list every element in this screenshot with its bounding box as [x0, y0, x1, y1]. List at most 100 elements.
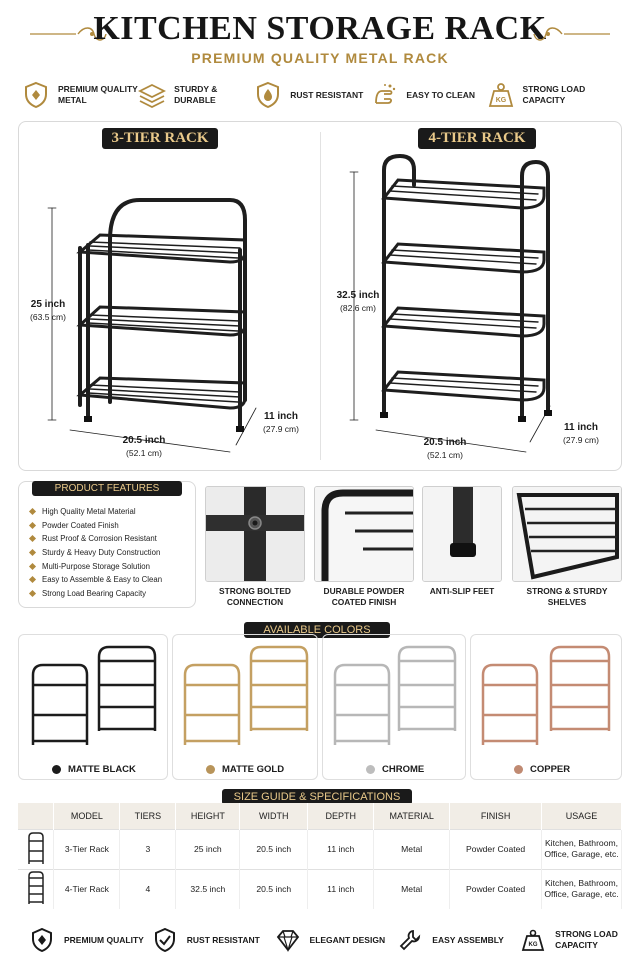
- detail-powder-coat-image: [314, 486, 414, 582]
- feature-label: EASY TO CLEAN: [406, 89, 476, 100]
- water-drop-icon: [257, 81, 280, 109]
- detail-bolted-connection-image: [205, 486, 305, 582]
- three-tier-depth: 11 inch: [264, 411, 298, 422]
- ornament-left-icon: [30, 27, 107, 41]
- swatch-gold: [206, 765, 215, 774]
- table-row: 3-Tier Rack 3 25 inch 20.5 inch 11 inch …: [18, 828, 622, 869]
- bottom-feature-strip: PREMIUM QUALITY RUST RESISTANT ELEGANT D…: [30, 924, 630, 956]
- three-tier-height-label: 25 inch (63.5 cm): [22, 299, 74, 324]
- col-header: FINISH: [449, 803, 543, 829]
- spec-tag: SIZE GUIDE & SPECIFICATIONS: [222, 789, 412, 805]
- four-tier-height-cm: (82.6 cm): [340, 303, 376, 313]
- top-feature-strip: PREMIUM QUALITY METAL STURDY & DURABLE R…: [22, 78, 622, 112]
- list-item: Powder Coated Finish: [28, 519, 162, 533]
- four-tier-depth-cm: (27.9 cm): [563, 435, 599, 445]
- hand-wipe-icon: [375, 84, 396, 104]
- four-tier-rack-diagram: [349, 153, 552, 453]
- four-tier-width-label: 20.5 inch (52.1 cm): [410, 437, 480, 462]
- color-card-black[interactable]: [18, 634, 168, 780]
- detail-anti-slip-feet-image: [422, 486, 502, 582]
- col-header: WIDTH: [239, 803, 309, 829]
- svg-text:KG: KG: [529, 942, 538, 948]
- four-tier-depth-label: 11 inch (27.9 cm): [556, 422, 606, 447]
- feature-load-capacity: KG STRONG LOAD CAPACITY: [487, 78, 622, 112]
- color-label-gold: MATTE GOLD: [206, 764, 284, 775]
- feature-label: RUST RESISTANT: [290, 89, 364, 100]
- feature-easy-clean: EASY TO CLEAN: [370, 78, 486, 112]
- three-tier-width-cm: (52.1 cm): [126, 448, 162, 458]
- spec-table: MODEL TIERS HEIGHT WIDTH DEPTH MATERIAL …: [18, 803, 622, 909]
- three-tier-thumb-icon: [27, 831, 44, 864]
- detail-label: STRONG & STURDY SHELVES: [526, 586, 608, 607]
- feature-label: STRONG LOAD CAPACITY: [522, 84, 586, 105]
- list-item: Multi-Purpose Storage Solution: [28, 559, 162, 573]
- page-title: KITCHEN STORAGE RACK: [93, 10, 547, 47]
- bottom-feature: RUST RESISTANT: [153, 924, 276, 956]
- weight-icon: KG: [521, 929, 545, 951]
- four-tier-width: 20.5 inch: [423, 437, 467, 448]
- feature-label: PREMIUM QUALITY METAL: [58, 84, 138, 105]
- three-tier-depth-cm: (27.9 cm): [263, 424, 299, 434]
- color-card-copper[interactable]: [470, 634, 622, 780]
- four-tier-height-label: 32.5 inch (82.6 cm): [330, 290, 386, 315]
- detail-label: DURABLE POWDER COATED FINISH: [323, 586, 405, 607]
- bottom-feature: EASY ASSEMBLY: [398, 924, 521, 956]
- four-tier-depth: 11 inch: [564, 422, 598, 433]
- col-header: MODEL: [53, 803, 121, 829]
- copper-rack-image: [481, 645, 611, 745]
- color-card-chrome[interactable]: [322, 634, 466, 780]
- three-tier-height: 25 inch: [30, 299, 66, 310]
- bottom-feature: ELEGANT DESIGN: [276, 924, 399, 956]
- product-features-tag: PRODUCT FEATURES: [32, 481, 182, 496]
- svg-text:KG: KG: [495, 97, 506, 104]
- bottom-feature: PREMIUM QUALITY: [30, 924, 153, 956]
- table-header-row: MODEL TIERS HEIGHT WIDTH DEPTH MATERIAL …: [18, 803, 622, 829]
- col-header: HEIGHT: [175, 803, 241, 829]
- shield-icon: [32, 928, 52, 952]
- chrome-rack-image: [333, 645, 457, 745]
- table-row: 4-Tier Rack 4 32.5 inch 20.5 inch 11 inc…: [18, 868, 622, 909]
- swatch-copper: [514, 765, 523, 774]
- col-header: MATERIAL: [373, 803, 451, 829]
- list-item: High Quality Metal Material: [28, 505, 162, 519]
- feature-sturdy: STURDY & DURABLE: [138, 78, 254, 112]
- list-item: Easy to Assemble & Easy to Clean: [28, 573, 162, 587]
- wrench-icon: [400, 929, 421, 951]
- swatch-black: [52, 765, 61, 774]
- ornament-right-icon: [533, 27, 610, 41]
- feature-rust-resistant: RUST RESISTANT: [254, 78, 370, 112]
- swatch-chrome: [366, 765, 375, 774]
- color-label-copper: COPPER: [514, 764, 570, 775]
- layers-icon: [138, 83, 167, 109]
- shield-check-icon: [154, 928, 175, 952]
- list-item: Strong Load Bearing Capacity: [28, 587, 162, 601]
- list-item: Sturdy & Heavy Duty Construction: [28, 546, 162, 560]
- three-tier-width: 20.5 inch: [122, 435, 166, 446]
- four-tier-width-cm: (52.1 cm): [427, 450, 463, 460]
- header: KITCHEN STORAGE RACK PREMIUM QUALITY MET…: [0, 6, 640, 70]
- detail-shelves-image: [512, 486, 622, 582]
- three-tier-depth-label: 11 inch (27.9 cm): [256, 411, 306, 436]
- weight-icon: KG: [488, 83, 513, 107]
- page-subtitle: PREMIUM QUALITY METAL RACK: [191, 50, 449, 66]
- feature-premium-metal: PREMIUM QUALITY METAL: [22, 78, 138, 112]
- shield-icon: [25, 81, 47, 109]
- three-tier-tag: 3-TIER RACK: [102, 128, 218, 149]
- col-header: USAGE: [541, 803, 622, 829]
- product-features-list: High Quality Metal Material Powder Coate…: [28, 505, 162, 601]
- three-tier-width-label: 20.5 inch (52.1 cm): [108, 435, 180, 460]
- feature-label: STURDY & DURABLE: [174, 84, 218, 105]
- color-card-gold[interactable]: [172, 634, 318, 780]
- four-tier-tag: 4-TIER RACK: [418, 128, 536, 149]
- panel-divider: [320, 132, 321, 460]
- list-item: Rust Proof & Corrosion Resistant: [28, 532, 162, 546]
- diamond-icon: [276, 930, 299, 952]
- four-tier-thumb-icon: [27, 871, 44, 904]
- col-header: TIERS: [119, 803, 177, 829]
- gold-rack-image: [183, 645, 309, 745]
- detail-label: STRONG BOLTED CONNECTION: [219, 586, 291, 607]
- three-tier-rack-diagram: [47, 198, 257, 453]
- detail-label: ANTI-SLIP FEET: [429, 586, 495, 596]
- product-features-panel: [18, 481, 196, 608]
- color-label-black: MATTE BLACK: [52, 764, 136, 775]
